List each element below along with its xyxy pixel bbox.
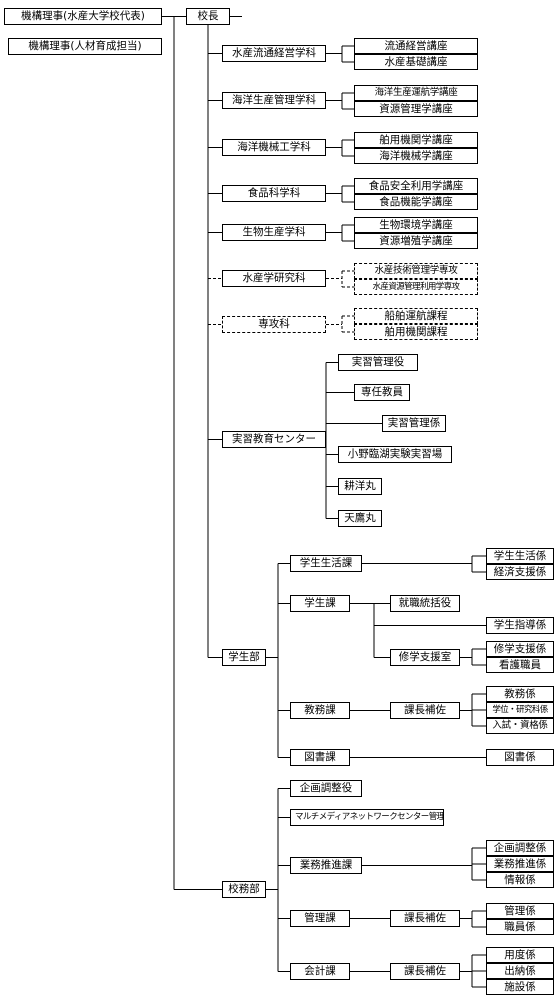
section-box: 経済支援係: [486, 564, 554, 580]
student-affairs-box: 学生部: [222, 649, 266, 666]
program-box: 船舶運航課程: [354, 308, 478, 324]
deputy-manager-box: 課長補佐: [390, 910, 460, 927]
section-box: 管理係: [486, 903, 554, 919]
director-representative-box: 機構理事(水産大学校代表): [4, 8, 162, 25]
training-manager-box: 実習管理役: [338, 354, 418, 371]
section-box: 用度係: [486, 947, 554, 963]
major-box: 水産技術管理学専攻: [354, 263, 478, 279]
course-box: 資源管理学講座: [354, 101, 478, 117]
course-box: 海洋機械学講座: [354, 148, 478, 164]
section-box: 学位・研究科係: [486, 702, 554, 718]
course-box: 資源増殖学講座: [354, 233, 478, 249]
student-guidance-section-box: 学生指導係: [486, 617, 554, 634]
section-box: 看護職員: [486, 657, 554, 673]
section-box: 職員係: [486, 919, 554, 935]
department-box: 海洋生産管理学科: [222, 92, 326, 109]
department-box: 海洋機械工学科: [222, 139, 326, 156]
student-division-box: 学生課: [290, 595, 350, 612]
student-life-division-box: 学生生活課: [290, 555, 362, 572]
section-box: 教務係: [486, 686, 554, 702]
library-section-box: 図書係: [486, 749, 554, 766]
course-box: 生物環境学講座: [354, 217, 478, 233]
advanced-course-box: 専攻科: [222, 316, 326, 333]
course-box: 流通経営講座: [354, 38, 478, 54]
department-box: 食品科学科: [222, 185, 326, 202]
section-box: 学生生活係: [486, 548, 554, 564]
section-box: 業務推進係: [486, 856, 554, 872]
study-support-room-box: 修学支援室: [390, 649, 460, 666]
major-box: 水産資源管理利用学専攻: [354, 279, 478, 295]
library-division-box: 図書課: [290, 749, 350, 766]
course-box: 海洋生産運航学講座: [354, 85, 478, 101]
planning-officer-box: 企画調整役: [290, 780, 362, 797]
section-box: 修学支援係: [486, 641, 554, 657]
business-promotion-division-box: 業務推進課: [290, 857, 362, 874]
section-box: 出納係: [486, 963, 554, 979]
section-box: 情報係: [486, 872, 554, 888]
training-center-box: 実習教育センター: [222, 431, 326, 448]
program-box: 舶用機関課程: [354, 324, 478, 340]
department-box: 水産流通経営学科: [222, 45, 326, 62]
deputy-manager-box: 課長補佐: [390, 963, 460, 980]
dedicated-faculty-box: 専任教員: [354, 384, 410, 401]
multimedia-center-manager-box: マルチメディアネットワークセンター管理役: [290, 809, 444, 826]
section-box: 施設係: [486, 979, 554, 995]
tenyo-maru-box: 天鷹丸: [338, 510, 382, 527]
training-management-section-box: 実習管理係: [382, 415, 446, 432]
course-box: 水産基礎講座: [354, 54, 478, 70]
course-box: 食品安全利用学講座: [354, 178, 478, 194]
accounting-division-box: 会計課: [290, 963, 350, 980]
department-box: 生物生産学科: [222, 224, 326, 241]
academic-affairs-division-box: 教務課: [290, 702, 350, 719]
koyo-maru-box: 耕洋丸: [338, 478, 382, 495]
course-box: 舶用機関学講座: [354, 132, 478, 148]
graduate-school-box: 水産学研究科: [222, 270, 326, 287]
management-division-box: 管理課: [290, 910, 350, 927]
course-box: 食品機能学講座: [354, 194, 478, 210]
director-hr-box: 機構理事(人材育成担当): [8, 38, 162, 55]
employment-officer-box: 就職統括役: [390, 595, 460, 612]
general-affairs-box: 校務部: [222, 881, 266, 898]
section-box: 入試・資格係: [486, 718, 554, 734]
ono-lake-facility-box: 小野臨湖実験実習場: [338, 446, 452, 463]
deputy-manager-box: 課長補佐: [390, 702, 460, 719]
section-box: 企画調整係: [486, 840, 554, 856]
president-box: 校長: [186, 8, 230, 25]
